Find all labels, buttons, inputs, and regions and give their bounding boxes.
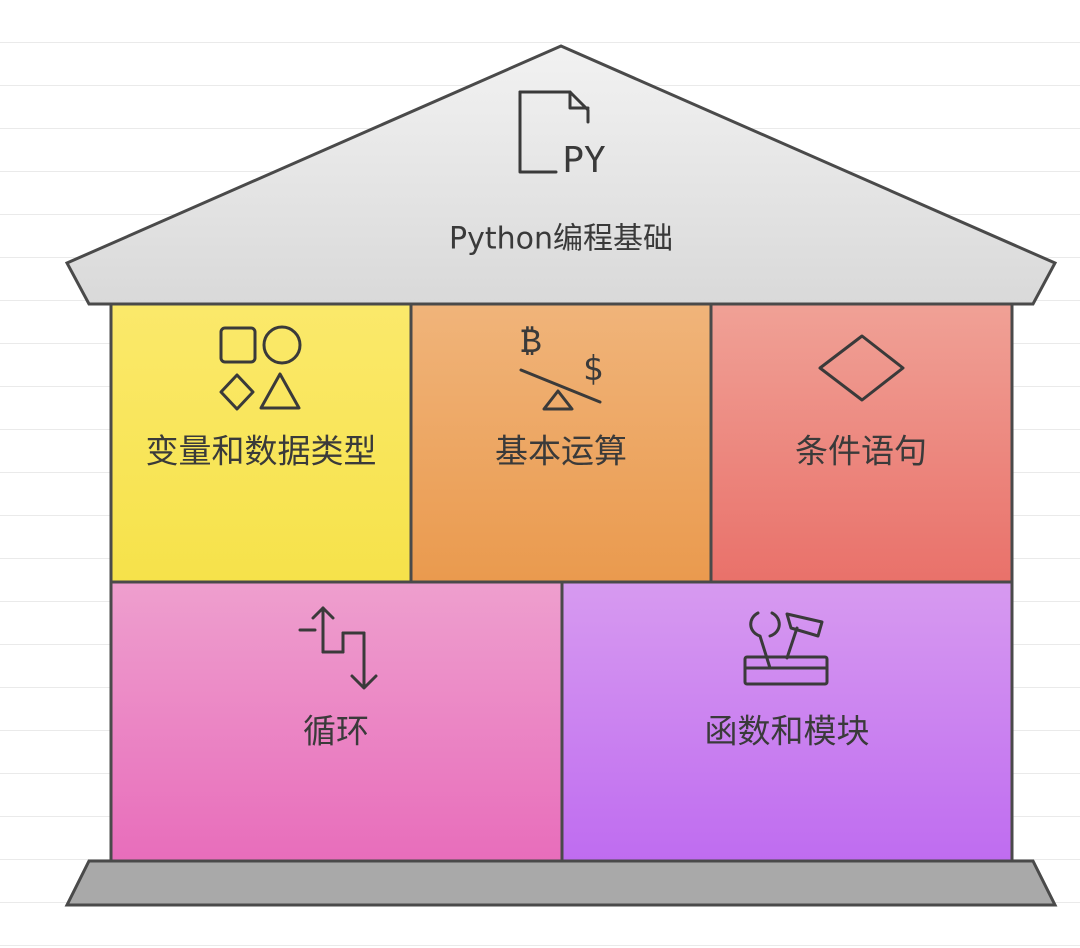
shapes-icon — [219, 325, 302, 411]
python-file-icon-text: PY — [562, 140, 606, 181]
room-loops: 循环 — [109, 580, 564, 863]
diamond-icon — [818, 334, 905, 402]
dollar-symbol: $ — [583, 349, 603, 389]
room-box — [409, 302, 713, 584]
room-variables-data-types: 变量和数据类型 — [109, 302, 413, 584]
loop-arrows-icon — [298, 606, 378, 690]
toolbox-icon — [743, 611, 829, 686]
roof-shape — [64, 44, 1058, 306]
room-label: 变量和数据类型 — [146, 432, 377, 471]
roof-title: Python编程基础 — [449, 222, 673, 257]
python-file-icon: PY — [518, 90, 606, 181]
room-label: 条件语句 — [795, 432, 927, 471]
bitcoin-symbol: ₿ — [521, 321, 541, 361]
foundation — [64, 859, 1058, 907]
room-conditional-statements: 条件语句 — [709, 302, 1014, 584]
roof: PY Python编程基础 — [64, 44, 1058, 306]
room-label: 基本运算 — [495, 432, 627, 471]
room-box — [109, 580, 564, 863]
room-label: 函数和模块 — [705, 712, 870, 751]
room-label: 循环 — [303, 712, 369, 751]
room-box — [560, 580, 1014, 863]
room-basic-operations: ₿ $ 基本运算 — [409, 302, 713, 584]
balance-scale-icon: ₿ $ — [519, 321, 603, 411]
room-functions-modules: 函数和模块 — [560, 580, 1014, 863]
